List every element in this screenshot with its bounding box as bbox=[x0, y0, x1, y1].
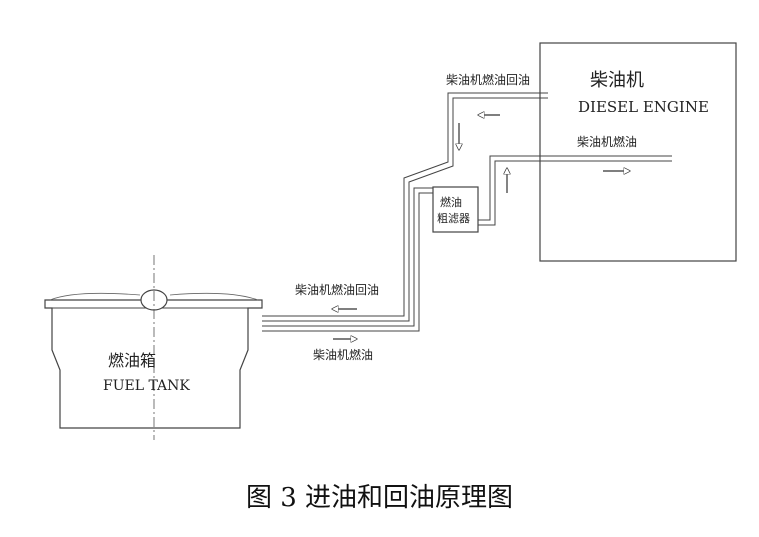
fuel-label-engine: 柴油机燃油 bbox=[577, 134, 637, 149]
filter-label-line1: 燃油 bbox=[440, 195, 462, 209]
engine-label-en: DIESEL ENGINE bbox=[578, 98, 709, 116]
return-pipe bbox=[262, 92, 548, 322]
diesel-engine-box: 柴油机 DIESEL ENGINE bbox=[539, 42, 737, 262]
return-label-top: 柴油机燃油回油 bbox=[446, 72, 530, 87]
engine-label-cn: 柴油机 bbox=[590, 70, 644, 91]
supply-pipe bbox=[262, 155, 672, 332]
fuel-tank: 燃油箱 FUEL TANK bbox=[44, 255, 263, 440]
return-label-bottom: 柴油机燃油回油 bbox=[295, 282, 379, 297]
tank-label-en: FUEL TANK bbox=[103, 378, 190, 394]
fuel-label-bottom: 柴油机燃油 bbox=[313, 347, 373, 362]
tank-label-cn: 燃油箱 bbox=[108, 351, 156, 370]
fuel-filter: 燃油 粗滤器 bbox=[432, 186, 479, 233]
figure-caption: 图 3 进油和回油原理图 bbox=[245, 483, 514, 513]
filter-label-line2: 粗滤器 bbox=[437, 212, 470, 225]
